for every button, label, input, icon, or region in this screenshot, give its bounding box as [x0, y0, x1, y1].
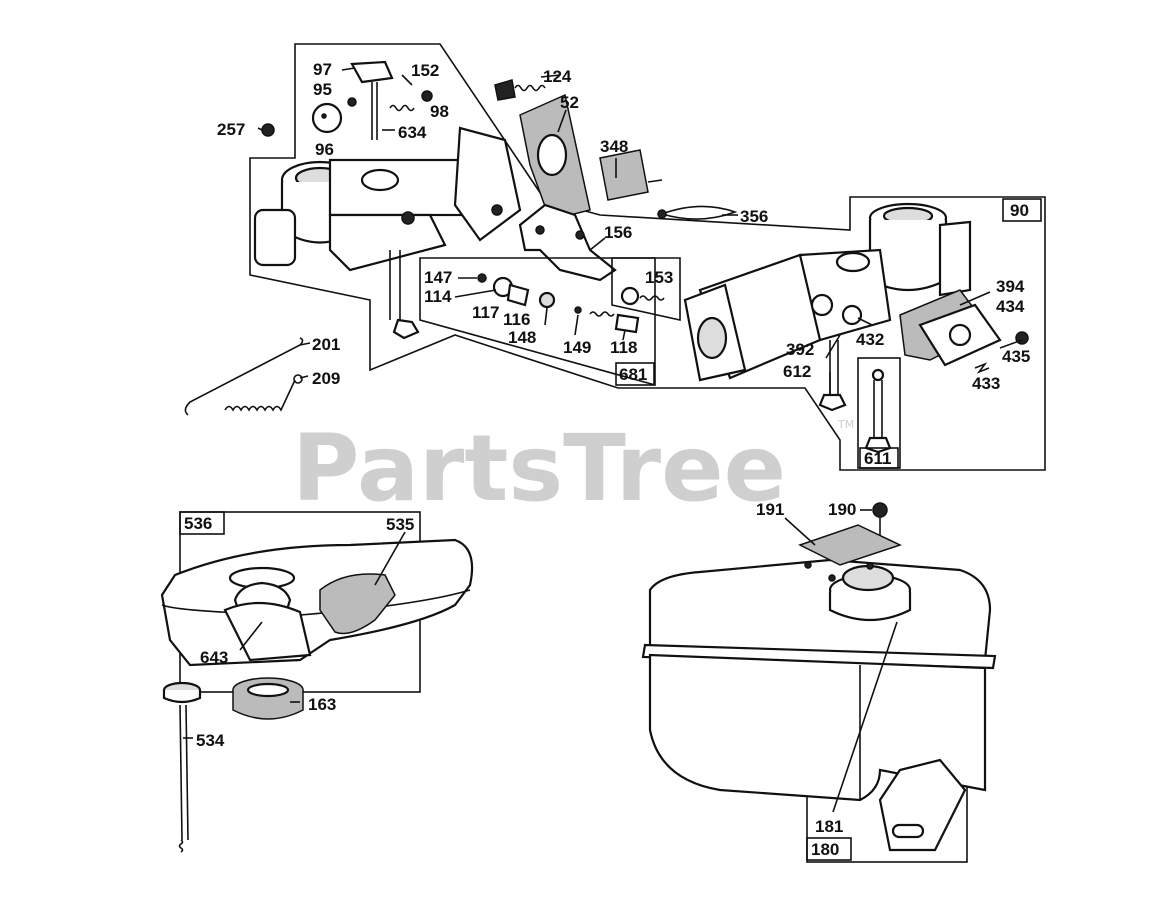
callout-149[interactable]: 149 [563, 338, 591, 357]
throttle-shaft[interactable] [350, 60, 394, 140]
gasket-52[interactable] [519, 93, 591, 221]
part-611[interactable] [864, 368, 892, 454]
cover-434[interactable] [918, 303, 1002, 367]
governor-spring-209[interactable] [224, 374, 303, 412]
callout-117[interactable]: 117 [472, 303, 499, 322]
callout-435[interactable]: 435 [1002, 347, 1030, 366]
callout-392[interactable]: 392 [786, 340, 814, 359]
lever-156[interactable] [518, 203, 617, 282]
callout-163[interactable]: 163 [308, 695, 336, 714]
callout-191[interactable]: 191 [756, 500, 784, 519]
callout-534[interactable]: 534 [196, 731, 225, 750]
callout-394[interactable]: 394 [996, 277, 1025, 296]
box-label-681[interactable]: 681 [619, 365, 647, 384]
callout-535[interactable]: 535 [386, 515, 414, 534]
screw-190[interactable] [872, 502, 888, 535]
screw-257[interactable] [257, 123, 275, 137]
callout-124[interactable]: 124 [543, 67, 572, 86]
box-label-611[interactable]: 611 [864, 449, 891, 468]
callout-356[interactable]: 356 [740, 207, 768, 226]
callout-118[interactable]: 118 [610, 338, 637, 357]
callout-634[interactable]: 634 [398, 123, 427, 142]
air-cleaner-536[interactable] [160, 538, 474, 667]
throttle-plate[interactable] [311, 102, 343, 134]
callout-153[interactable]: 153 [645, 268, 673, 287]
callout-209[interactable]: 209 [312, 369, 340, 388]
callout-98[interactable]: 98 [430, 102, 449, 121]
box-label-180[interactable]: 180 [811, 840, 839, 859]
gasket-191[interactable] [798, 524, 903, 566]
callout-147[interactable]: 147 [424, 268, 452, 287]
callout-190[interactable]: 190 [828, 500, 856, 519]
callout-181[interactable]: 181 [815, 817, 843, 836]
seal-152[interactable] [421, 90, 433, 102]
spring-98[interactable] [389, 104, 415, 112]
element-535[interactable] [319, 573, 396, 635]
callout-434[interactable]: 434 [996, 297, 1025, 316]
box-label-90[interactable]: 90 [1010, 201, 1029, 220]
carburetor-group-outline [249, 43, 1046, 471]
callout-643[interactable]: 643 [200, 648, 228, 667]
part-153[interactable] [620, 286, 665, 306]
box-label-536[interactable]: 536 [184, 514, 212, 533]
callout-148[interactable]: 148 [508, 328, 536, 347]
tank-hole [828, 574, 836, 582]
kit-box-681 [419, 257, 656, 387]
element-163[interactable] [232, 677, 304, 720]
callout-257[interactable]: 257 [217, 120, 245, 139]
kit-parts[interactable] [477, 273, 640, 334]
fuel-tank[interactable] [641, 558, 997, 802]
fuel-cap-181[interactable] [828, 562, 912, 622]
callout-52[interactable]: 52 [560, 93, 579, 112]
carburetor-right[interactable] [683, 202, 972, 412]
watermark-trademark: TM [837, 418, 854, 431]
spring-433[interactable] [974, 362, 990, 374]
callout-156[interactable]: 156 [604, 223, 632, 242]
dipstick-534[interactable] [162, 681, 202, 853]
screw-95[interactable] [347, 97, 357, 107]
callout-201[interactable]: 201 [312, 335, 340, 354]
box-labels: 90 681 611 536 180 [179, 198, 1042, 861]
bracket-180[interactable] [878, 758, 967, 852]
callout-348[interactable]: 348 [600, 137, 628, 156]
callout-433[interactable]: 433 [972, 374, 1000, 393]
callout-432[interactable]: 432 [856, 330, 884, 349]
screw-124[interactable] [494, 79, 546, 101]
callout-96[interactable]: 96 [315, 140, 334, 159]
tank-hole [804, 561, 812, 569]
governor-link-201[interactable] [184, 337, 304, 416]
callout-95[interactable]: 95 [313, 80, 332, 99]
callout-97[interactable]: 97 [313, 60, 332, 79]
leader-lines [183, 67, 1023, 813]
callout-116[interactable]: 116 [503, 310, 530, 329]
bracket-348[interactable] [599, 149, 663, 201]
callout-labels: 97 95 152 98 124 52 257 634 96 348 356 1… [196, 60, 1030, 836]
carburetor-left[interactable] [253, 126, 522, 340]
callout-612[interactable]: 612 [783, 362, 811, 381]
watermark: PartsTree [292, 415, 786, 522]
callout-114[interactable]: 114 [424, 287, 452, 306]
callout-152[interactable]: 152 [411, 61, 439, 80]
box-153 [611, 257, 681, 321]
wire-356[interactable] [657, 205, 738, 220]
